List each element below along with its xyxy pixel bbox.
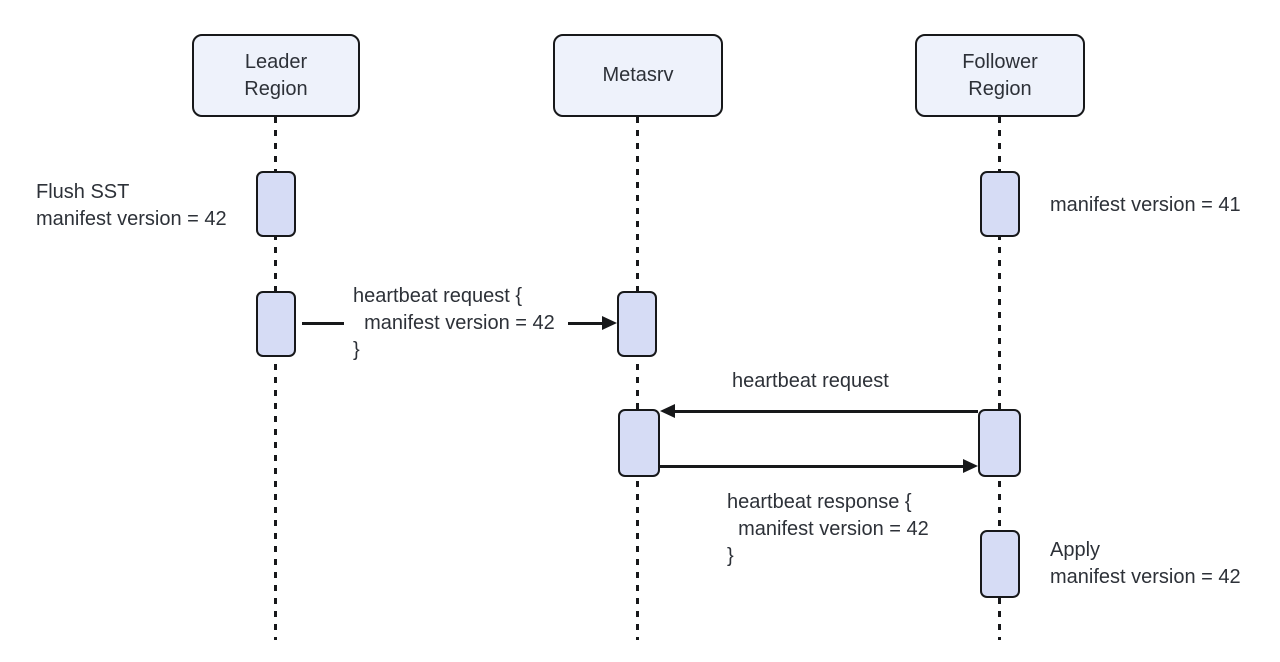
actor-follower-region: Follower Region	[915, 34, 1085, 117]
activation-metasrv-follower-exchange	[618, 409, 660, 477]
lifeline-follower-region	[998, 117, 1001, 640]
lifeline-leader-region	[274, 117, 277, 640]
message-label-heartbeat-request-follower: heartbeat request	[732, 370, 889, 392]
actor-leader-region: Leader Region	[192, 34, 360, 117]
message-label-heartbeat-request-leader: heartbeat request { manifest version = 4…	[353, 285, 555, 361]
arrow-leader-to-metasrv-segment	[568, 322, 606, 325]
arrow-leader-to-metasrv-segment	[302, 322, 344, 325]
arrow-metasrv-to-follower	[660, 465, 966, 468]
lifeline-metasrv	[636, 117, 639, 640]
activation-metasrv-receive-leader	[617, 291, 657, 357]
activation-follower-heartbeat	[978, 409, 1021, 477]
arrow-follower-to-metasrv	[674, 410, 978, 413]
arrowhead-right-icon	[602, 316, 617, 330]
arrowhead-left-icon	[660, 404, 675, 418]
activation-leader-heartbeat	[256, 291, 296, 357]
arrowhead-right-icon	[963, 459, 978, 473]
message-label-heartbeat-response: heartbeat response { manifest version = …	[727, 491, 929, 567]
note-follower-manifest-version: manifest version = 41	[1050, 194, 1241, 216]
actor-metasrv: Metasrv	[553, 34, 723, 117]
note-leader-flush-sst: Flush SST manifest version = 42	[36, 181, 227, 230]
activation-follower-version	[980, 171, 1020, 237]
activation-leader-flush	[256, 171, 296, 237]
note-follower-apply: Apply manifest version = 42	[1050, 539, 1241, 588]
activation-follower-apply	[980, 530, 1020, 598]
